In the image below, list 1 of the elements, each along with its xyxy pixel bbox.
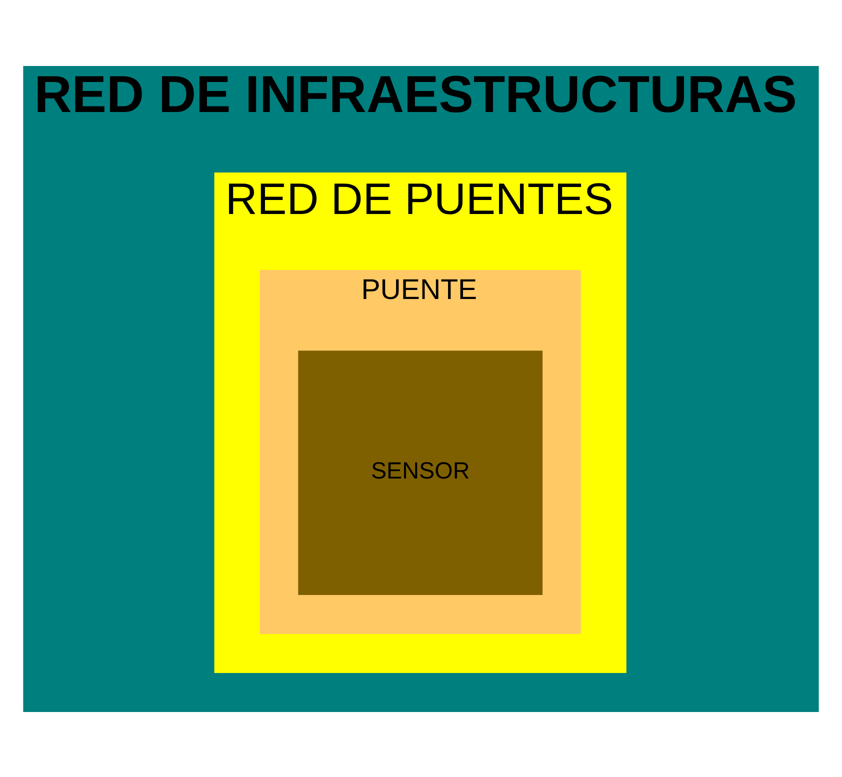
node-box: SENSOR (298, 350, 543, 595)
